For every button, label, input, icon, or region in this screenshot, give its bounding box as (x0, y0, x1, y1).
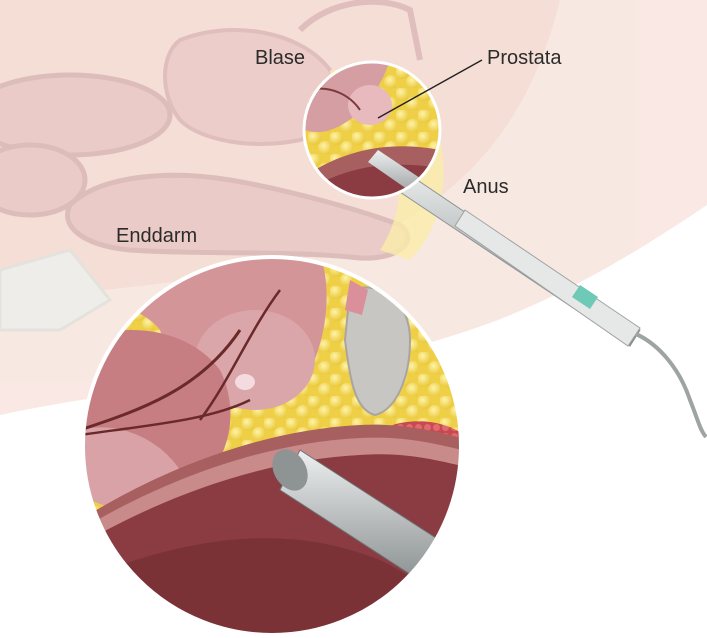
anus-label: Anus (463, 176, 509, 199)
bladder-label: Blase (255, 47, 305, 70)
rectum-label: Enddarm (116, 225, 197, 248)
prostate-label: Prostata (487, 47, 561, 70)
